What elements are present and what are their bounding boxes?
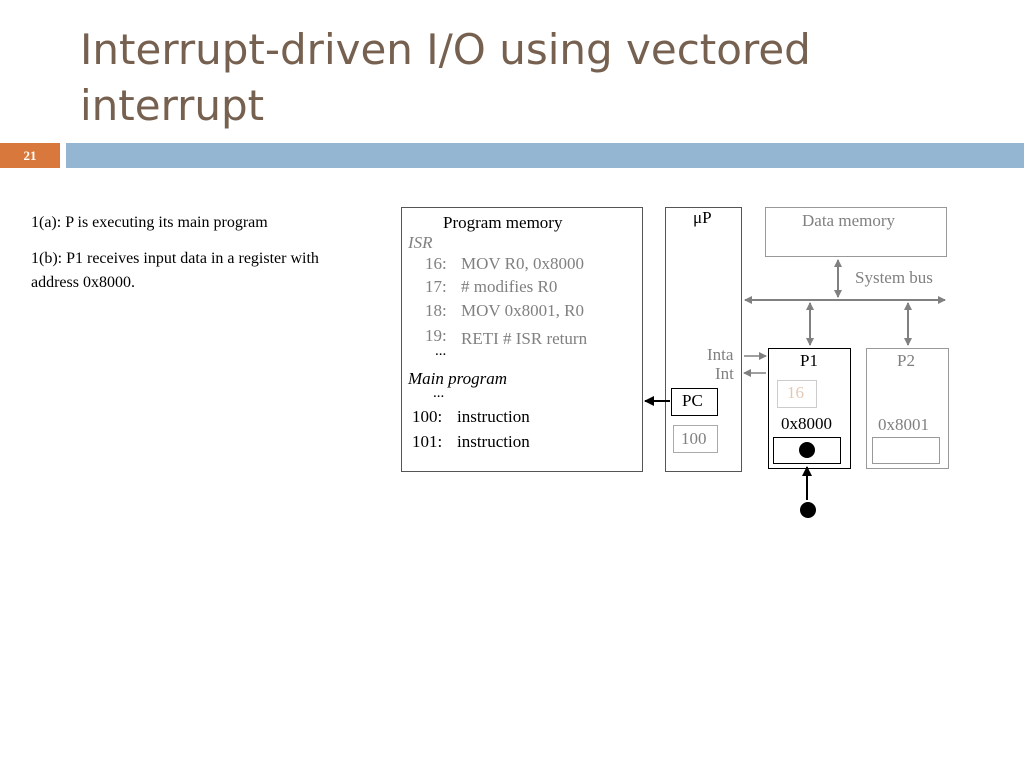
isr-label: ISR bbox=[408, 233, 433, 252]
pc-value: 100 bbox=[681, 429, 707, 448]
ellipsis: ... bbox=[435, 343, 447, 359]
p1-label: P1 bbox=[800, 351, 818, 370]
input-data-dot bbox=[800, 502, 816, 518]
slide-title: Interrupt-driven I/O using vectored inte… bbox=[80, 25, 811, 130]
main-line-code: instruction bbox=[457, 432, 530, 451]
microprocessor-box bbox=[665, 207, 742, 472]
isr-line-addr: 16: bbox=[425, 254, 447, 273]
pc-value-box bbox=[673, 425, 718, 453]
isr-line-addr: 17: bbox=[425, 277, 447, 296]
data-memory-label: Data memory bbox=[802, 211, 895, 230]
main-line-addr: 100: bbox=[412, 407, 443, 426]
p2-box bbox=[866, 348, 949, 469]
program-memory-title: Program memory bbox=[443, 213, 563, 232]
int-label: Int bbox=[715, 364, 734, 383]
isr-line-code: # modifies R0 bbox=[461, 277, 558, 296]
isr-line-addr: 19: bbox=[425, 326, 447, 345]
microprocessor-label: μP bbox=[693, 208, 712, 227]
title-divider-bar bbox=[66, 143, 1024, 168]
inta-label: Inta bbox=[707, 345, 734, 364]
slide-number: 21 bbox=[0, 143, 60, 168]
system-bus-label: System bus bbox=[855, 268, 933, 287]
main-program-label: Main program bbox=[408, 369, 508, 388]
ellipsis: ... bbox=[433, 385, 445, 401]
isr-line-code: MOV R0, 0x8000 bbox=[461, 254, 584, 273]
pc-label: PC bbox=[682, 391, 703, 410]
data-memory-box bbox=[765, 207, 947, 257]
p2-label: P2 bbox=[897, 351, 915, 370]
isr-line-code: RETI # ISR return bbox=[461, 329, 588, 348]
main-line-addr: 101: bbox=[412, 432, 443, 451]
isr-line-addr: 18: bbox=[425, 301, 447, 320]
p1-address: 0x8000 bbox=[781, 414, 832, 433]
p1-vector: 16 bbox=[787, 383, 804, 402]
p1-data-register bbox=[773, 437, 841, 464]
isr-line-code: MOV 0x8001, R0 bbox=[461, 301, 584, 320]
pc-register bbox=[671, 388, 718, 416]
step-note-1a: 1(a): P is executing its main program bbox=[31, 214, 268, 231]
p1-vector-box bbox=[777, 380, 817, 408]
program-memory-box bbox=[401, 207, 643, 472]
data-bit-dot bbox=[799, 442, 815, 458]
main-line-code: instruction bbox=[457, 407, 530, 426]
step-note-1b: 1(b): P1 receives input data in a regist… bbox=[31, 250, 319, 291]
p2-data-register bbox=[872, 437, 940, 464]
p2-address: 0x8001 bbox=[878, 415, 929, 434]
